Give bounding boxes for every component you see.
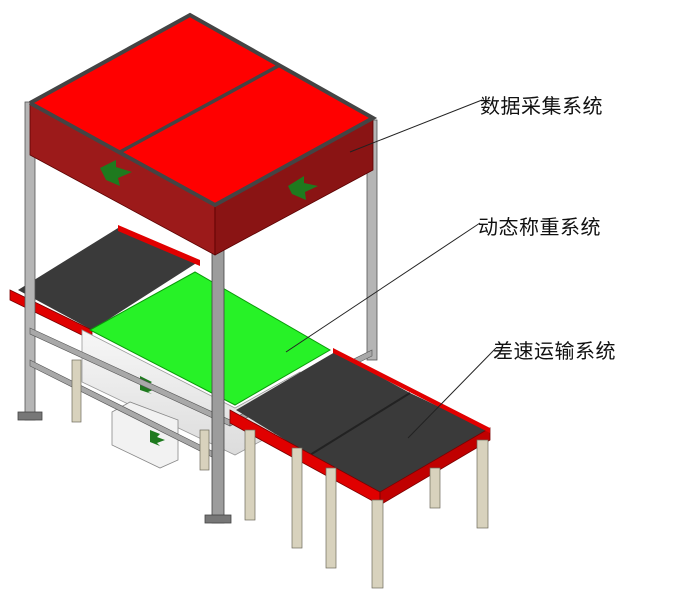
- exit-belt-1: [236, 352, 410, 455]
- leg: [371, 499, 384, 589]
- leg: [199, 429, 210, 471]
- support-legs: [71, 359, 489, 589]
- canopy-frame-edge: [29, 12, 378, 208]
- callout-dynamic-weighing: 动态称重系统: [478, 215, 601, 239]
- canopy-divider: [119, 63, 281, 154]
- weighing-terminal-box: [111, 401, 179, 469]
- arrow-icon: [100, 160, 132, 186]
- callout-leaders: [285, 99, 497, 439]
- leg: [71, 359, 82, 423]
- callout-differential-conveyor: 差速运输系统: [493, 339, 616, 363]
- arrow-icon: [288, 176, 318, 200]
- exit-conveyor: [229, 348, 491, 506]
- arrow-icon: [150, 430, 165, 446]
- canopy-top-left: [30, 15, 280, 152]
- data-acquisition-canopy: [29, 12, 378, 256]
- canopy-top-right: [120, 65, 373, 205]
- callout-data-acquisition: 数据采集系统: [480, 94, 603, 118]
- post-foot: [17, 411, 43, 421]
- leader-line-weigh: [285, 222, 481, 353]
- exit-belt-2: [310, 393, 488, 492]
- weighing-unit: [81, 271, 331, 469]
- leg: [429, 467, 441, 509]
- belt-divider: [309, 392, 411, 456]
- leader-line-diff: [407, 347, 497, 439]
- entry-belt: [18, 228, 198, 330]
- leader-line-data: [349, 99, 483, 153]
- leg: [325, 467, 337, 569]
- post-foot: [204, 514, 232, 524]
- entry-back-rail: [118, 225, 200, 266]
- exit-back-rail: [333, 348, 490, 433]
- leg: [291, 447, 303, 549]
- weighing-belt: [88, 271, 331, 406]
- leg: [476, 439, 489, 529]
- leg: [244, 429, 256, 521]
